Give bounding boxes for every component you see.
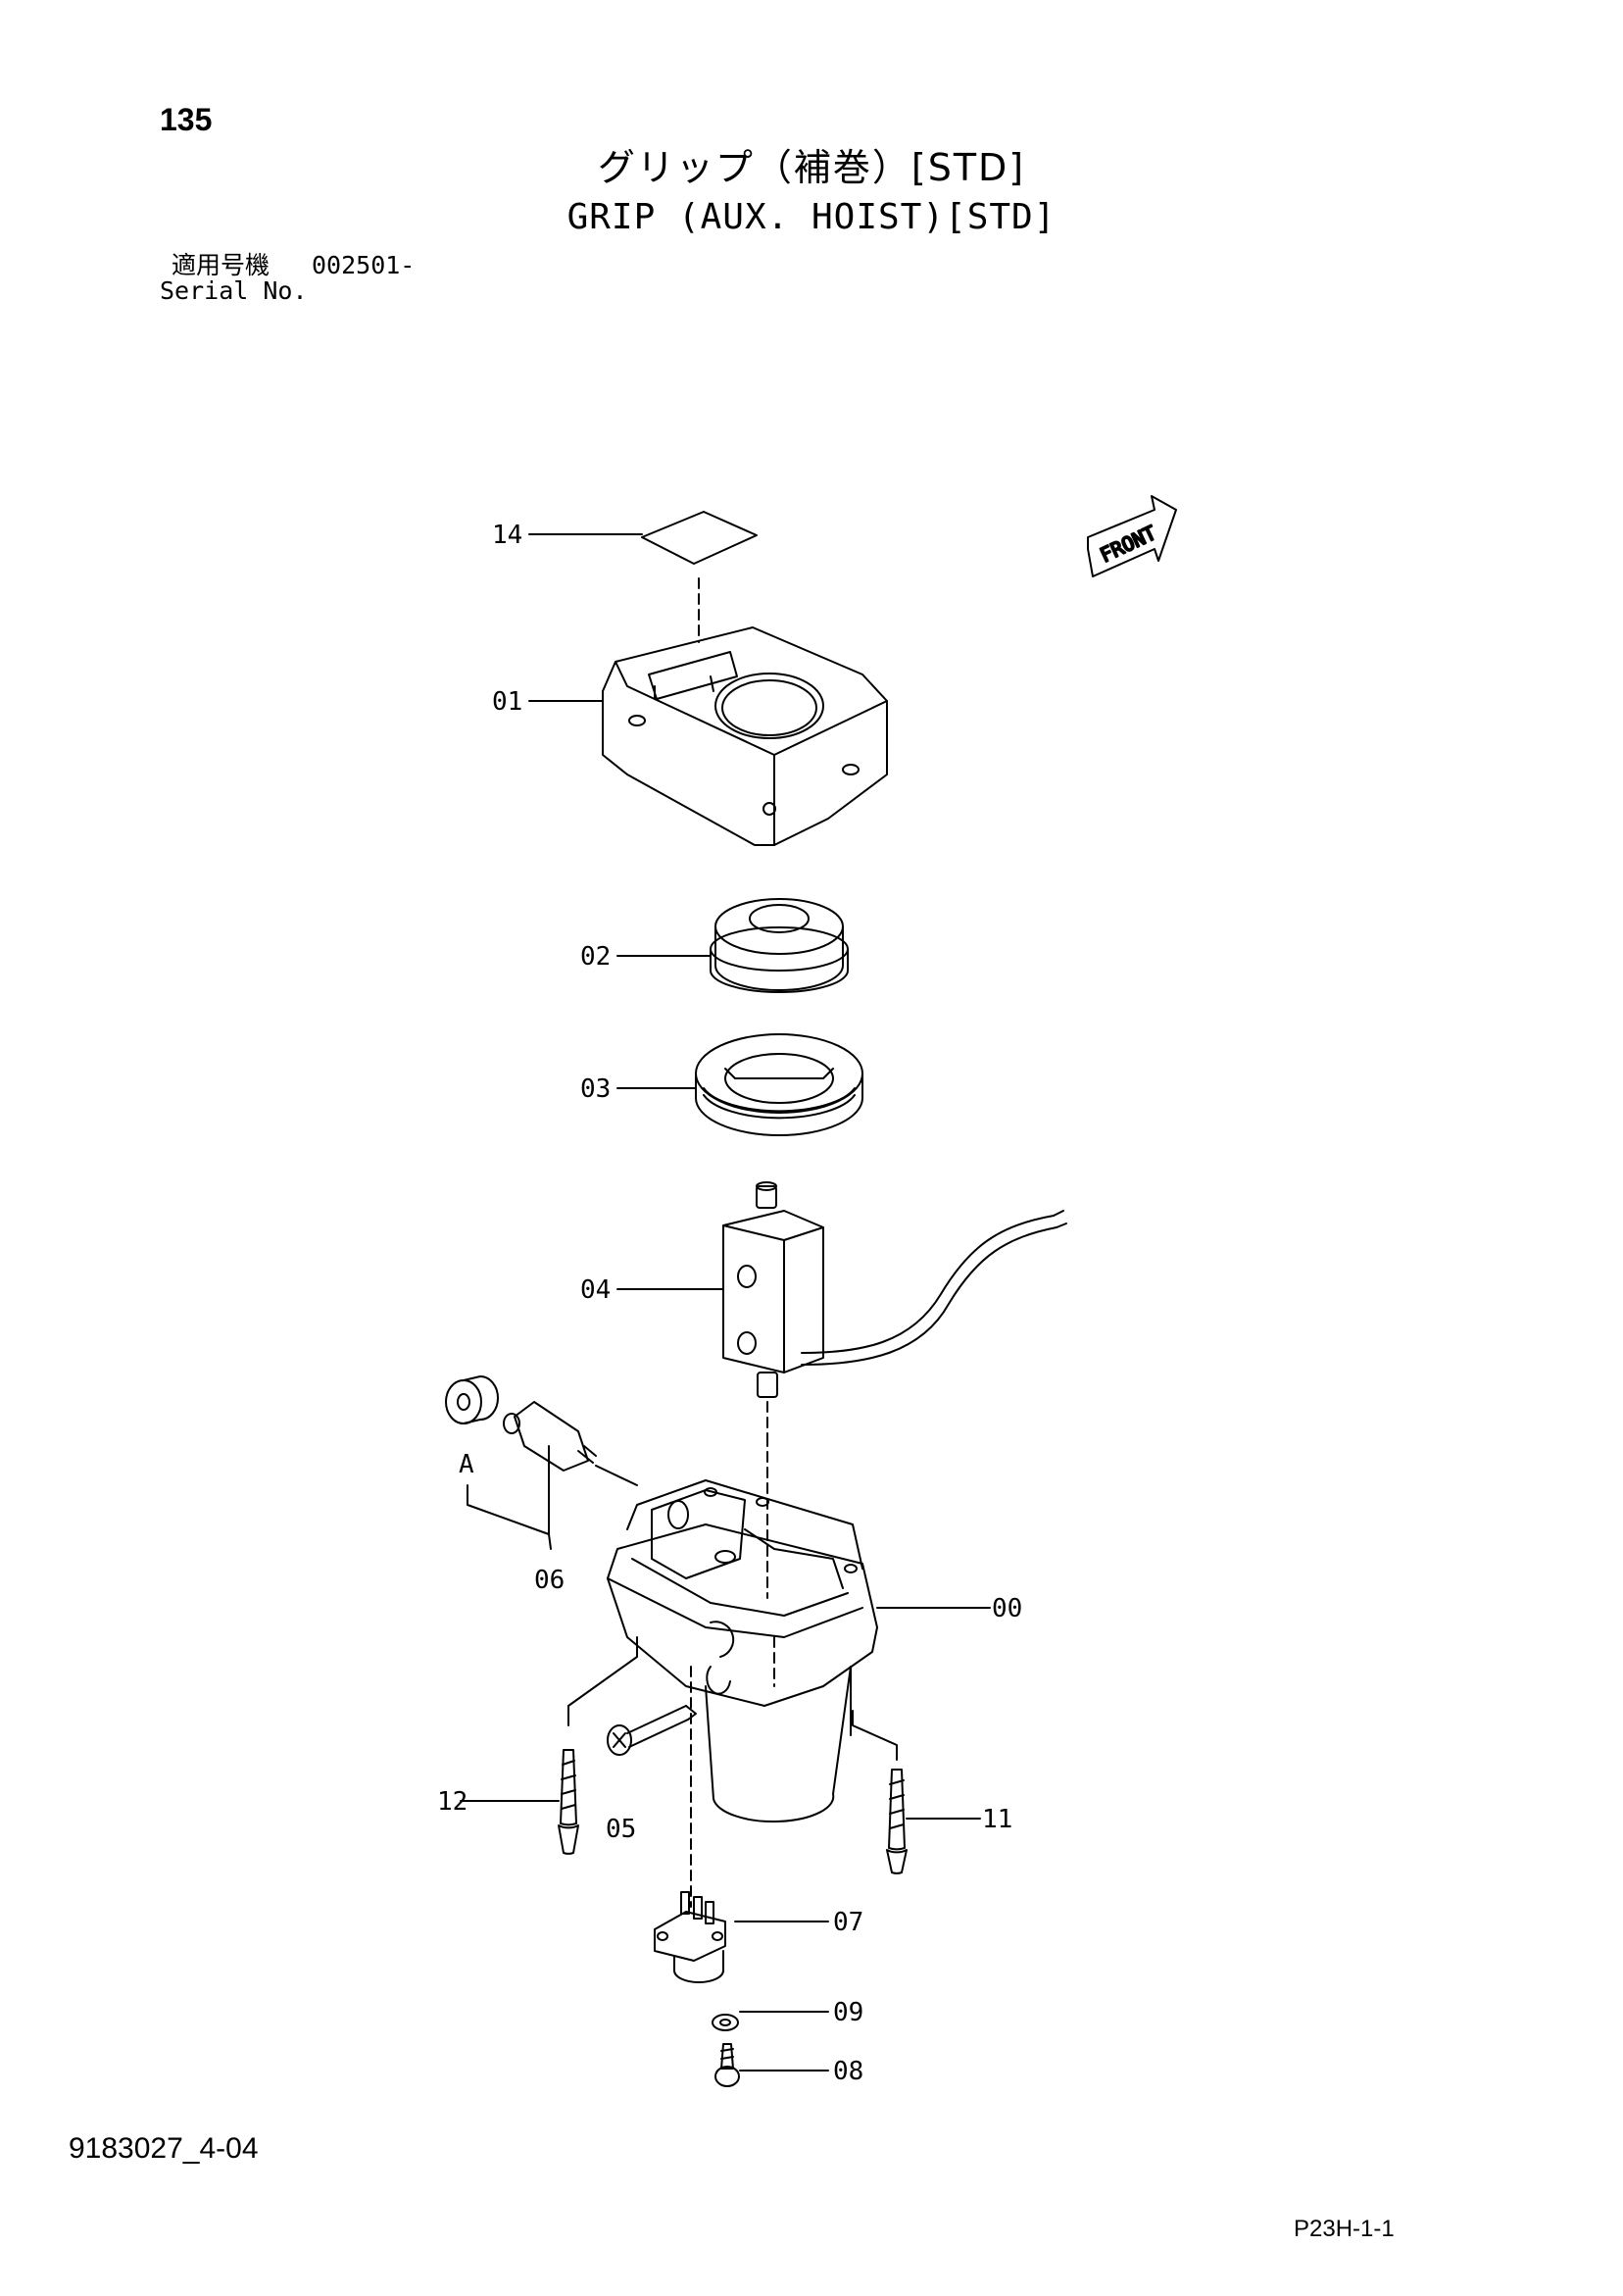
title-english: GRIP (AUX. HOIST)[STD] [566, 197, 1057, 237]
leader-lines [460, 533, 991, 2071]
callout-02: 02 [580, 942, 611, 972]
callout-09: 09 [833, 1998, 863, 2027]
callout-01: 01 [492, 687, 522, 717]
callout-04: 04 [580, 1275, 611, 1305]
part-01-cover [602, 626, 888, 846]
page-reference: P23H-1-1 [1294, 2216, 1395, 2242]
part-06-microswitch [503, 1401, 638, 1486]
callout-03: 03 [580, 1074, 611, 1104]
front-arrow-icon [1087, 495, 1177, 577]
serial-value: 002501- [312, 251, 416, 279]
part-02-bush [710, 898, 849, 993]
serial-label-english: Serial No. [160, 276, 308, 305]
part-a-cap [445, 1375, 499, 1424]
title-japanese: グリップ（補巻）[STD] [597, 146, 1026, 189]
view-marker-a: A [459, 1450, 474, 1479]
part-08-screw [714, 2043, 740, 2087]
part-14-label-plate [641, 511, 758, 643]
callout-06: 06 [534, 1566, 565, 1595]
callout-05: 05 [606, 1815, 636, 1844]
callout-07: 07 [833, 1908, 863, 1937]
part-09-washer [712, 2014, 739, 2031]
part-05-screw [607, 1705, 697, 1756]
part-00-housing [607, 1435, 878, 1823]
part-03-ring-nut [695, 1033, 863, 1136]
serial-label-japanese: 適用号機 [172, 251, 270, 279]
document-id: 9183027_4-04 [69, 2132, 259, 2165]
part-07-connector [654, 1666, 726, 1983]
callout-11: 11 [982, 1805, 1012, 1834]
callout-08: 08 [833, 2057, 863, 2086]
callout-14: 14 [492, 521, 522, 550]
callout-00: 00 [992, 1594, 1022, 1623]
part-11-screw [852, 1710, 908, 1874]
part-12-screw [558, 1636, 638, 1855]
part-04-switch [722, 1181, 1067, 1437]
page-number: 135 [160, 102, 213, 137]
callout-12: 12 [437, 1787, 467, 1817]
